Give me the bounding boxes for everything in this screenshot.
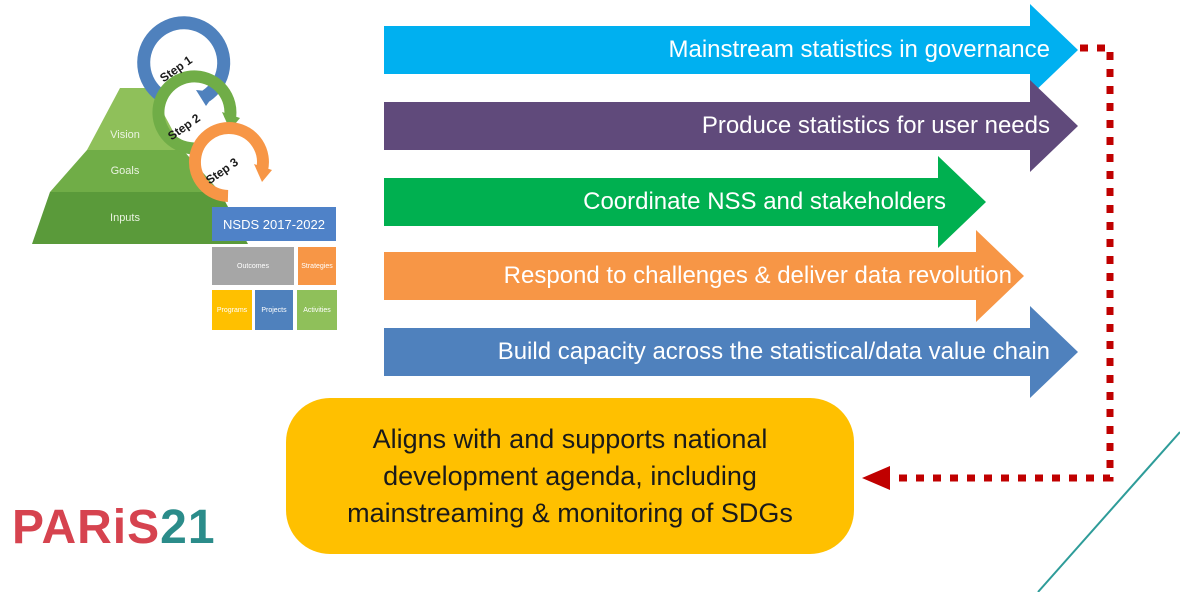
nsds-title: NSDS 2017-2022	[212, 207, 336, 241]
step3-arrowhead	[254, 164, 272, 182]
step1-arrowhead	[196, 90, 216, 106]
pyramid-vision-label: Vision	[110, 129, 140, 141]
pyramid-inputs-label: Inputs	[110, 212, 140, 224]
decorative-diagonal-line	[1037, 431, 1180, 592]
arrow-label-produce: Produce statistics for user needs	[701, 112, 1050, 139]
nsds-programs: Programs	[212, 290, 252, 330]
logo-main-text: PARiS	[12, 501, 161, 554]
arrow-label-mainstream: Mainstream statistics in governance	[668, 36, 1051, 63]
arrow-label-coordinate: Coordinate NSS and stakeholders	[583, 188, 946, 215]
nsds-strategies: Strategies	[298, 247, 336, 285]
arrow-build	[384, 306, 1078, 398]
nsds-projects: Projects	[255, 290, 293, 330]
nsds-outcomes: Outcomes	[212, 247, 294, 285]
alignment-banner: Aligns with and supports national develo…	[286, 398, 854, 554]
pyramid-goals-tier	[50, 150, 220, 192]
arrow-respond	[384, 230, 1024, 322]
arrow-mainstream	[384, 4, 1078, 96]
step2-arrowhead	[222, 112, 240, 130]
connector-arrowhead	[862, 466, 890, 490]
step2-arc	[152, 70, 237, 155]
step3-arc	[188, 122, 269, 202]
dotted-connector	[886, 44, 1114, 482]
arrow-label-build: Build capacity across the statistical/da…	[497, 338, 1050, 365]
logo-accent-text: 21	[160, 501, 216, 554]
arrow-label-respond: Respond to challenges & deliver data rev…	[503, 262, 1012, 289]
alignment-banner-text: Aligns with and supports national develo…	[347, 423, 793, 528]
arrow-coordinate	[384, 156, 986, 248]
pyramid-inputs-tier	[32, 192, 248, 244]
pyramid-goals-label: Goals	[110, 165, 140, 177]
step1-arc	[137, 16, 231, 102]
nsds-activities: Activities	[297, 290, 337, 330]
arrow-produce	[384, 80, 1078, 172]
paris21-logo: PARiS21	[12, 500, 216, 555]
